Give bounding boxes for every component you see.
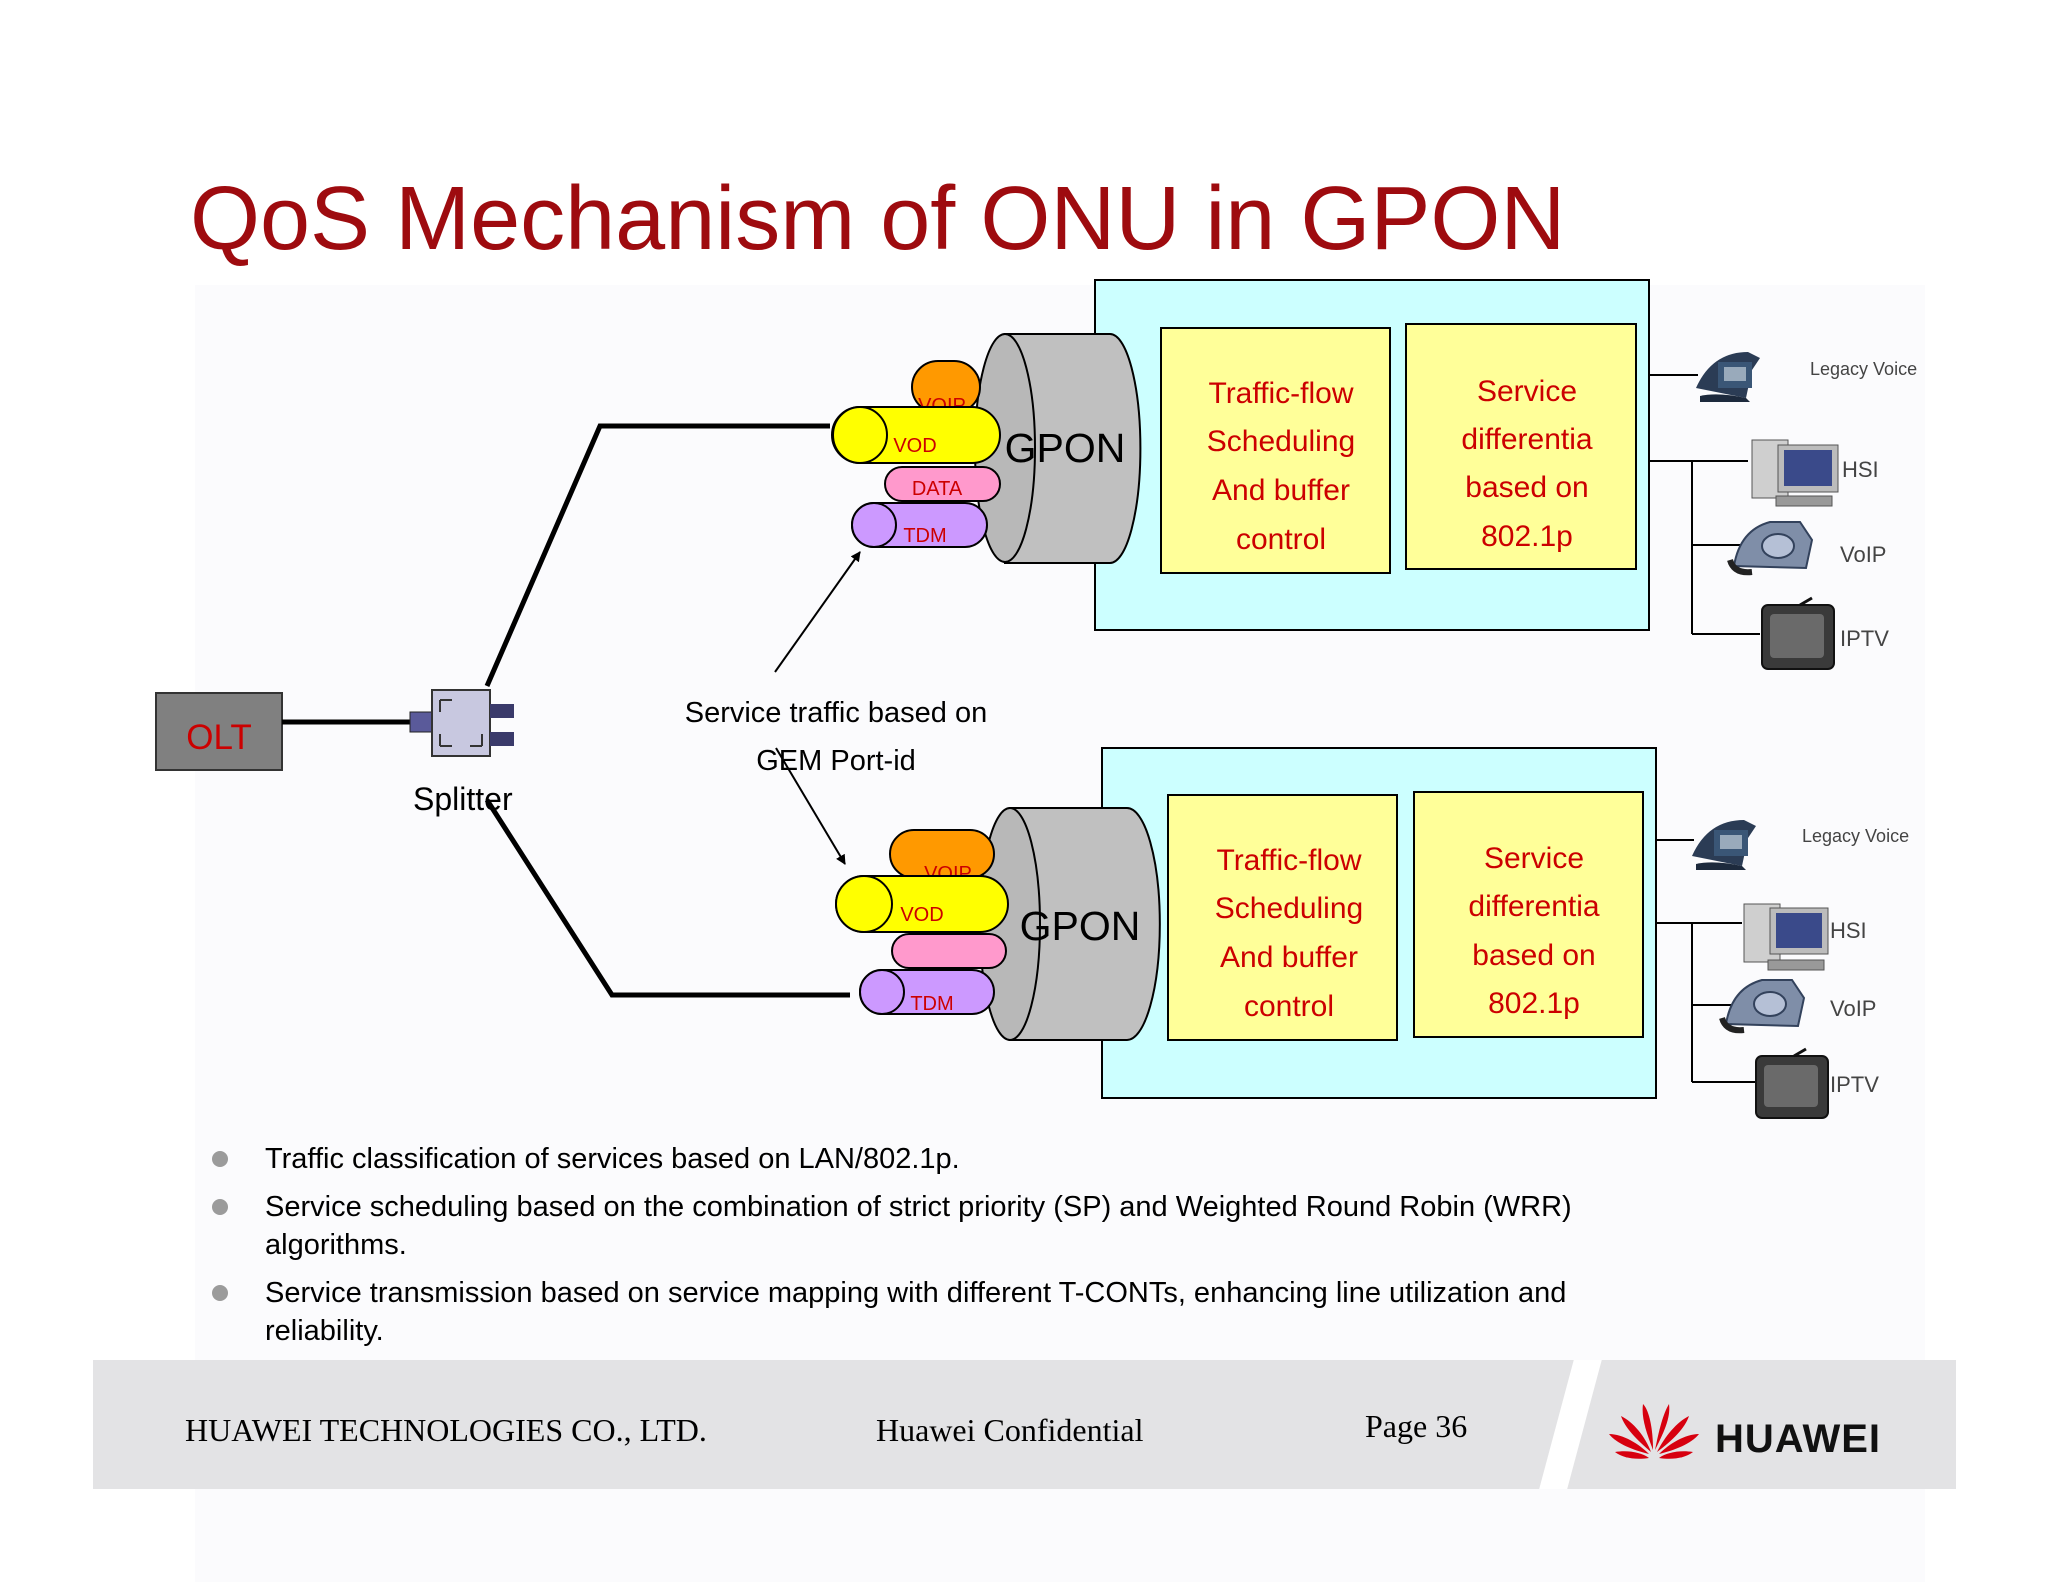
page-number: Page 36 xyxy=(1365,1408,1468,1444)
huawei-logo: HUAWEI xyxy=(1609,1404,1881,1461)
service-tube-vod: VOD xyxy=(831,406,1001,464)
service-differentiation-box: Service differentia based on 802.1p xyxy=(1405,323,1637,570)
confidentiality-label: Huawei Confidential xyxy=(876,1412,1144,1448)
terminal-label-hsi: HSI xyxy=(1830,918,1867,943)
svg-text:802.1p: 802.1p xyxy=(1488,987,1580,1020)
huawei-logo-text: HUAWEI xyxy=(1715,1417,1881,1461)
svg-text:802.1p: 802.1p xyxy=(1481,520,1573,553)
gpon-cylinder xyxy=(979,807,1161,1041)
terminal-label-voip: VoIP xyxy=(1830,996,1876,1021)
bullet-dot-icon xyxy=(212,1285,228,1301)
gem-port-annotation: Service traffic based on GEM Port-id xyxy=(685,551,988,865)
slide-footer: HUAWEI TECHNOLOGIES CO., LTD. Huawei Con… xyxy=(93,1360,1956,1489)
svg-text:control: control xyxy=(1244,990,1334,1023)
svg-text:Service: Service xyxy=(1477,375,1577,408)
svg-text:Traffic-flow: Traffic-flow xyxy=(1208,377,1353,410)
svg-text:Traffic-flow: Traffic-flow xyxy=(1216,844,1361,877)
splitter-label: Splitter xyxy=(413,781,513,817)
service-tube-data: DATA xyxy=(884,466,1001,502)
traffic-scheduling-box: Traffic-flow Scheduling And buffer contr… xyxy=(1167,794,1398,1041)
gpon-cylinder xyxy=(974,333,1142,564)
terminal-wiring xyxy=(1649,374,1760,635)
service-differentiation-box: Service differentia based on 802.1p xyxy=(1413,791,1644,1038)
computer-icon xyxy=(1751,439,1839,507)
telephone-icon xyxy=(1696,352,1760,402)
terminal-label-legacy-voice: Legacy Voice xyxy=(1802,826,1909,846)
arrow-to-lower-onu xyxy=(775,747,846,865)
svg-text:based on: based on xyxy=(1472,939,1595,972)
terminal-label-legacy-voice: Legacy Voice xyxy=(1810,359,1917,379)
huawei-petals-icon xyxy=(1609,1404,1699,1459)
slide-title: QoS Mechanism of ONU in GPON xyxy=(190,169,1566,269)
service-tube-tdm: TDM xyxy=(851,502,988,548)
svg-text:Scheduling: Scheduling xyxy=(1207,425,1355,458)
olt-label: OLT xyxy=(186,718,251,757)
olt-node: OLT xyxy=(155,692,283,771)
gpon-label: GPON xyxy=(1020,903,1141,949)
tube-label-vod: VOD xyxy=(893,435,936,457)
bullet-item: Traffic classification of services based… xyxy=(205,1140,1655,1178)
annotation-line-2: GEM Port-id xyxy=(756,745,916,777)
company-name: HUAWEI TECHNOLOGIES CO., LTD. xyxy=(185,1412,707,1448)
footer-divider xyxy=(1533,1360,1605,1489)
terminal-wiring xyxy=(1656,839,1756,1083)
svg-text:control: control xyxy=(1236,523,1326,556)
bullet-dot-icon xyxy=(212,1199,228,1215)
service-tube-data xyxy=(891,933,1007,969)
ip-phone-icon xyxy=(1719,979,1806,1034)
tv-icon xyxy=(1755,1047,1829,1119)
arrow-to-upper-onu xyxy=(774,551,861,673)
onu-upper: GPON VOIP VOD DATA TDM Traffic-flow Sche… xyxy=(831,279,1917,670)
tube-label-vod: VOD xyxy=(900,904,943,926)
annotation-line-1: Service traffic based on xyxy=(685,697,988,729)
service-tube-tdm: TDM xyxy=(859,969,995,1015)
bullet-item: Service scheduling based on the combinat… xyxy=(205,1188,1655,1264)
gpon-label: GPON xyxy=(1005,425,1126,471)
svg-text:And buffer: And buffer xyxy=(1212,474,1350,507)
bullet-item: Service transmission based on service ma… xyxy=(205,1274,1655,1350)
terminal-label-iptv: IPTV xyxy=(1830,1072,1879,1097)
tube-label-data: DATA xyxy=(912,478,963,500)
tv-icon xyxy=(1761,596,1835,670)
telephone-icon xyxy=(1692,820,1756,870)
service-tube-vod: VOD xyxy=(835,875,1009,933)
terminal-label-iptv: IPTV xyxy=(1840,626,1889,651)
tube-label-tdm: TDM xyxy=(910,993,953,1015)
svg-text:differentia: differentia xyxy=(1461,423,1593,456)
svg-text:differentia: differentia xyxy=(1468,890,1600,923)
splitter-icon xyxy=(409,689,514,757)
svg-text:based on: based on xyxy=(1465,471,1588,504)
bullet-dot-icon xyxy=(212,1151,228,1167)
bullet-list: Traffic classification of services based… xyxy=(205,1140,1655,1360)
svg-text:Service: Service xyxy=(1484,842,1584,875)
fiber-links xyxy=(282,423,850,998)
terminal-label-hsi: HSI xyxy=(1842,457,1879,482)
ip-phone-icon xyxy=(1727,521,1814,576)
terminal-label-voip: VoIP xyxy=(1840,542,1886,567)
svg-text:Scheduling: Scheduling xyxy=(1215,892,1363,925)
svg-text:And buffer: And buffer xyxy=(1220,941,1358,974)
onu-lower: GPON VOIP VOD TDM Traffic-flow Schedulin… xyxy=(835,747,1909,1119)
traffic-scheduling-box: Traffic-flow Scheduling And buffer contr… xyxy=(1160,327,1391,574)
computer-icon xyxy=(1743,903,1829,971)
tube-label-tdm: TDM xyxy=(903,525,946,547)
